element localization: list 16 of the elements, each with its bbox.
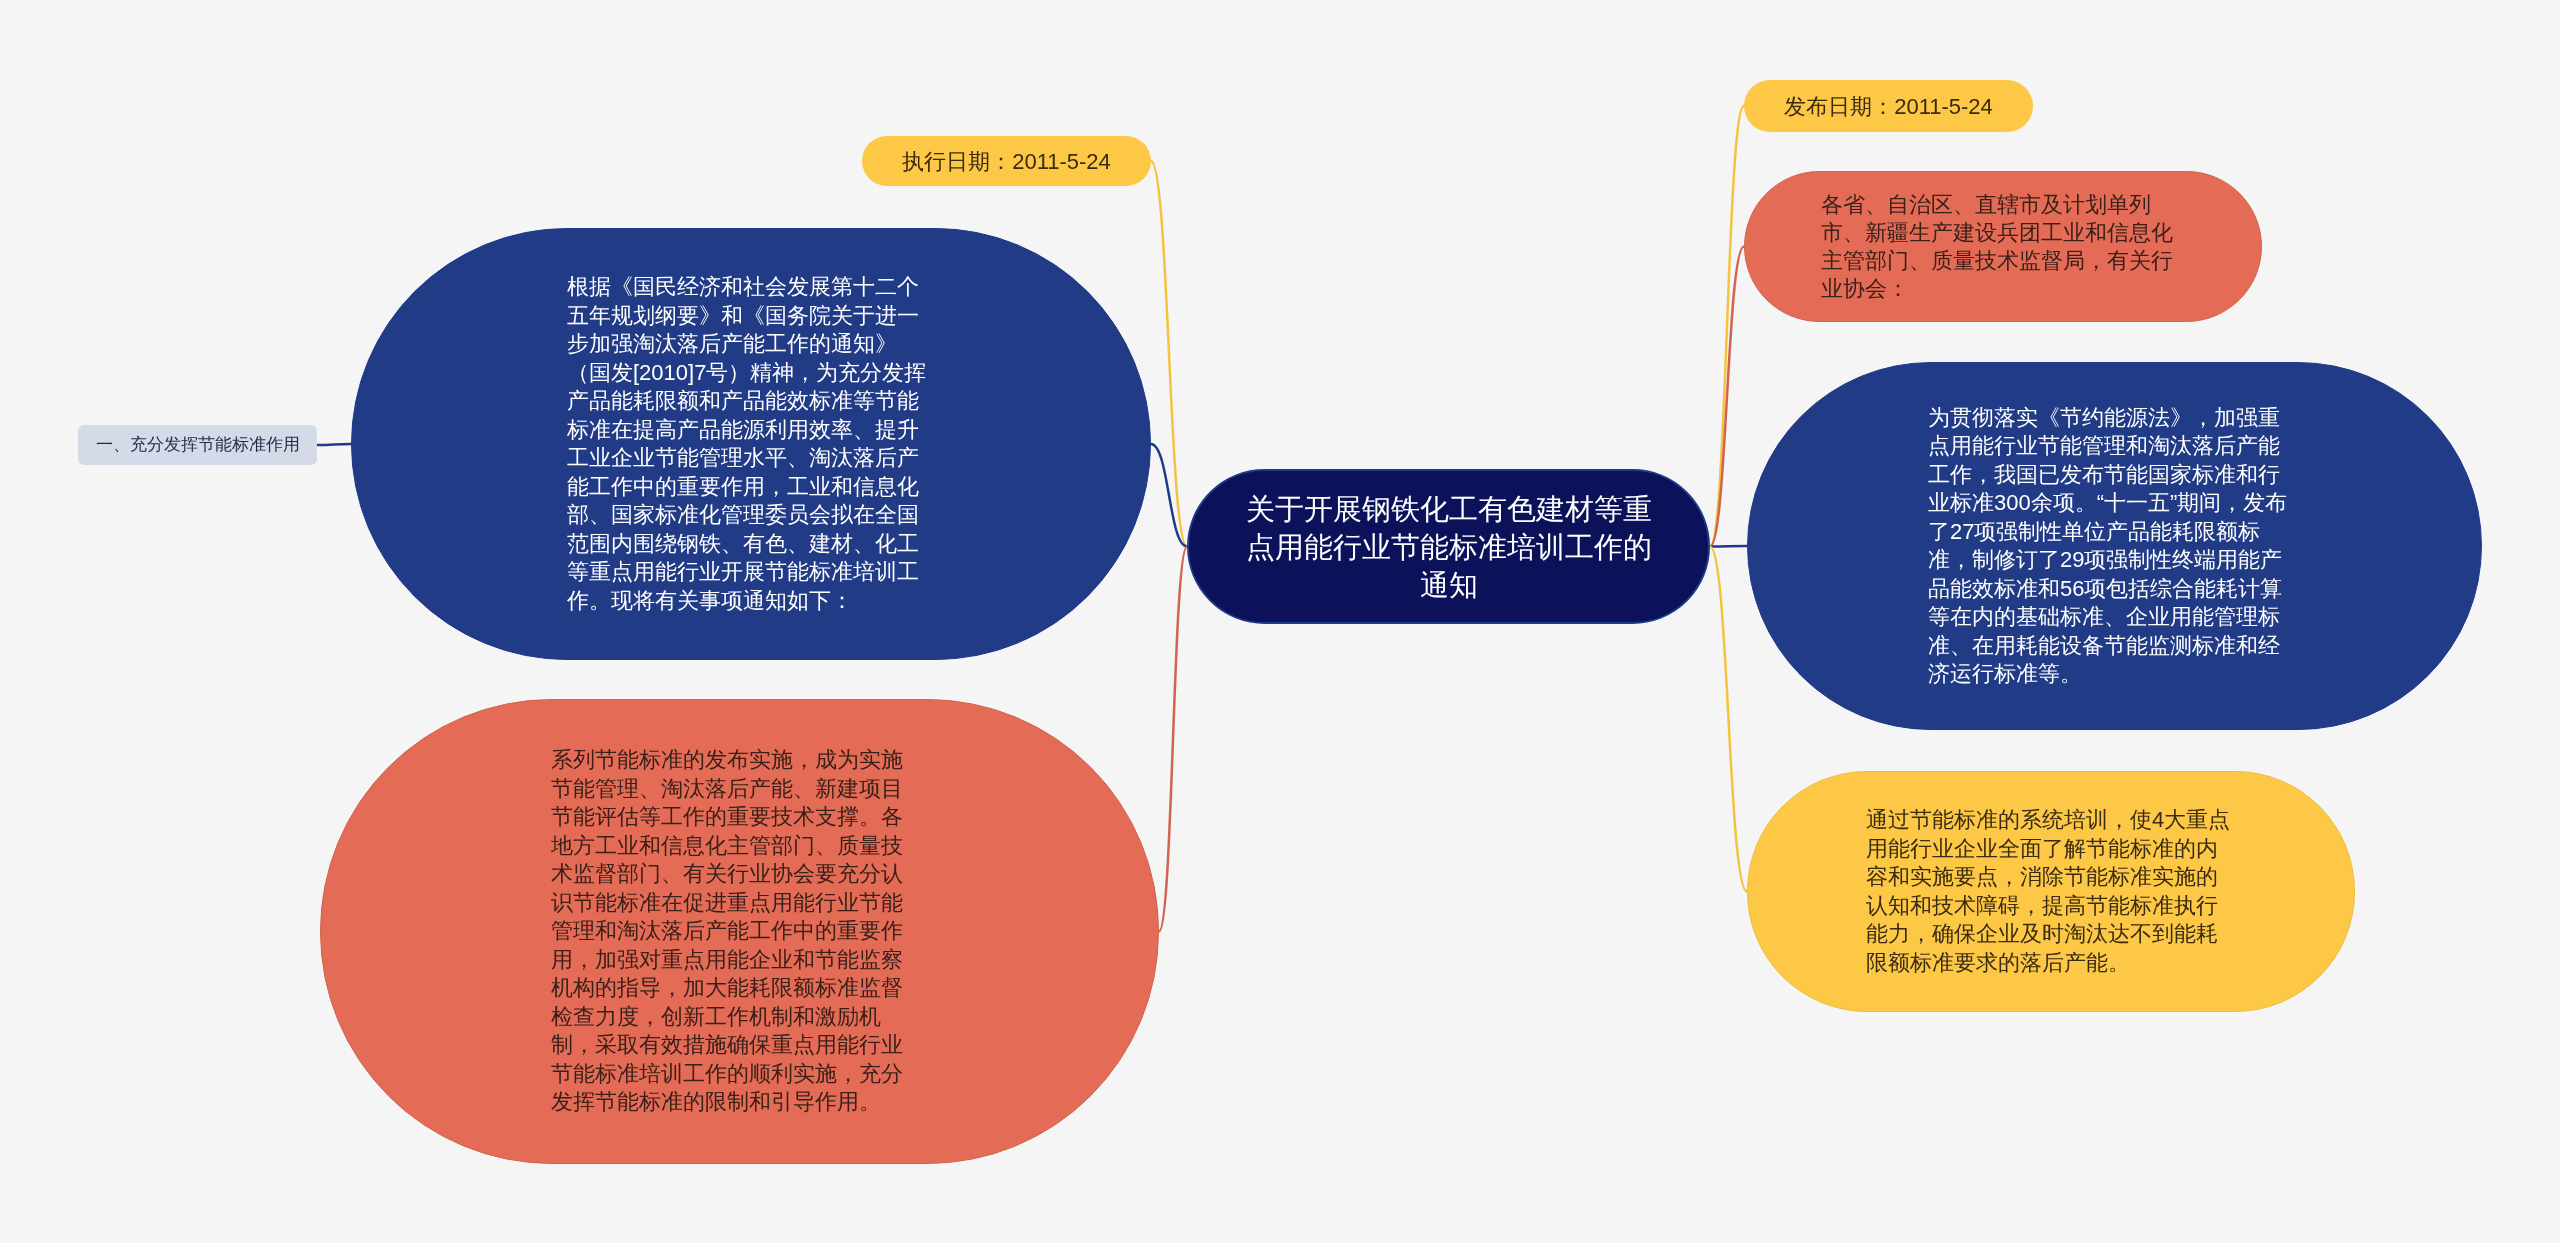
node-text: 为贯彻落实《节约能源法》，加强重点用能行业节能管理和淘汰落后产能工作，我国已发布节能国家标准和行业标准300余项。“十一五”期间，发布了27项强制性单位产品能耗限额标准，制修订了29项强制性终端用能产品能效标准和56项包括综合能耗计算等在内的基础标准、企业用能管理标准、在用耗能设备节能监测标准和经济运行标准等。 (1928, 403, 2289, 688)
node-text: 关于开展钢铁化工有色建材等重点用能行业节能标准培训工作的通知 (1244, 491, 1653, 603)
connector-line (1157, 546, 1189, 932)
node-text: 系列节能标准的发布实施，成为实施节能管理、淘汰落后产能、新建项目节能评估等工作的重要技术支撑。各地方工业和信息化主管部门、质量技术监督部门、有关行业协会要充分认识节能标准在促进重点用能行业节能管理和淘汰落后产能工作中的重要作用，加强对重点用能企业和节能监察机构的指导，加大能耗限额标准监督检查力度，创新工作机制和激励机制，采取有效措施确保重点用能行业节能标准培训工作的顺利实施，充分发挥节能标准的限制和引导作用。 (551, 746, 904, 1117)
connector-line (317, 442, 351, 447)
connector-line (1150, 442, 1188, 548)
node-text: 根据《国民经济和社会发展第十二个五年规划纲要》和《国务院关于进一步加强淘汰落后产能工作的通知》（国发[2010]7号）精神，为充分发挥产品能耗限额和产品能效标准等节能标准在提高产品能源利用效率、提升工业企业节能管理水平、淘汰落后产能工作中的重要作用，工业和信息化部、国家标准化管理委员会拟在全国范围内围绕钢铁、有色、建材、化工等重点用能行业开展节能标准培训工作。现将有关事项通知如下： (567, 273, 928, 615)
date-pill (1744, 80, 2033, 132)
subtopic-label (78, 425, 317, 465)
node-text: 执行日期：2011-5-24 (902, 147, 1111, 176)
node-text: 一、充分发挥节能标准作用 (95, 434, 300, 457)
connector-line (1710, 544, 1747, 548)
node-text: 各省、自治区、直辖市及计划单列市、新疆生产建设兵团工业和信息化主管部门、质量技术监督局，有关行业协会： (1821, 190, 2174, 303)
node-text: 通过节能标准的系统培训，使4大重点用能行业企业全面了解节能标准的内容和实施要点，消除节能标准实施的认知和技术障碍，提高节能标准执行能力，确保企业及时淘汰达不到能耗限额标准要求的落后产能。 (1866, 806, 2232, 977)
date-pill (862, 136, 1151, 186)
node-text: 发布日期：2011-5-24 (1784, 92, 1993, 121)
